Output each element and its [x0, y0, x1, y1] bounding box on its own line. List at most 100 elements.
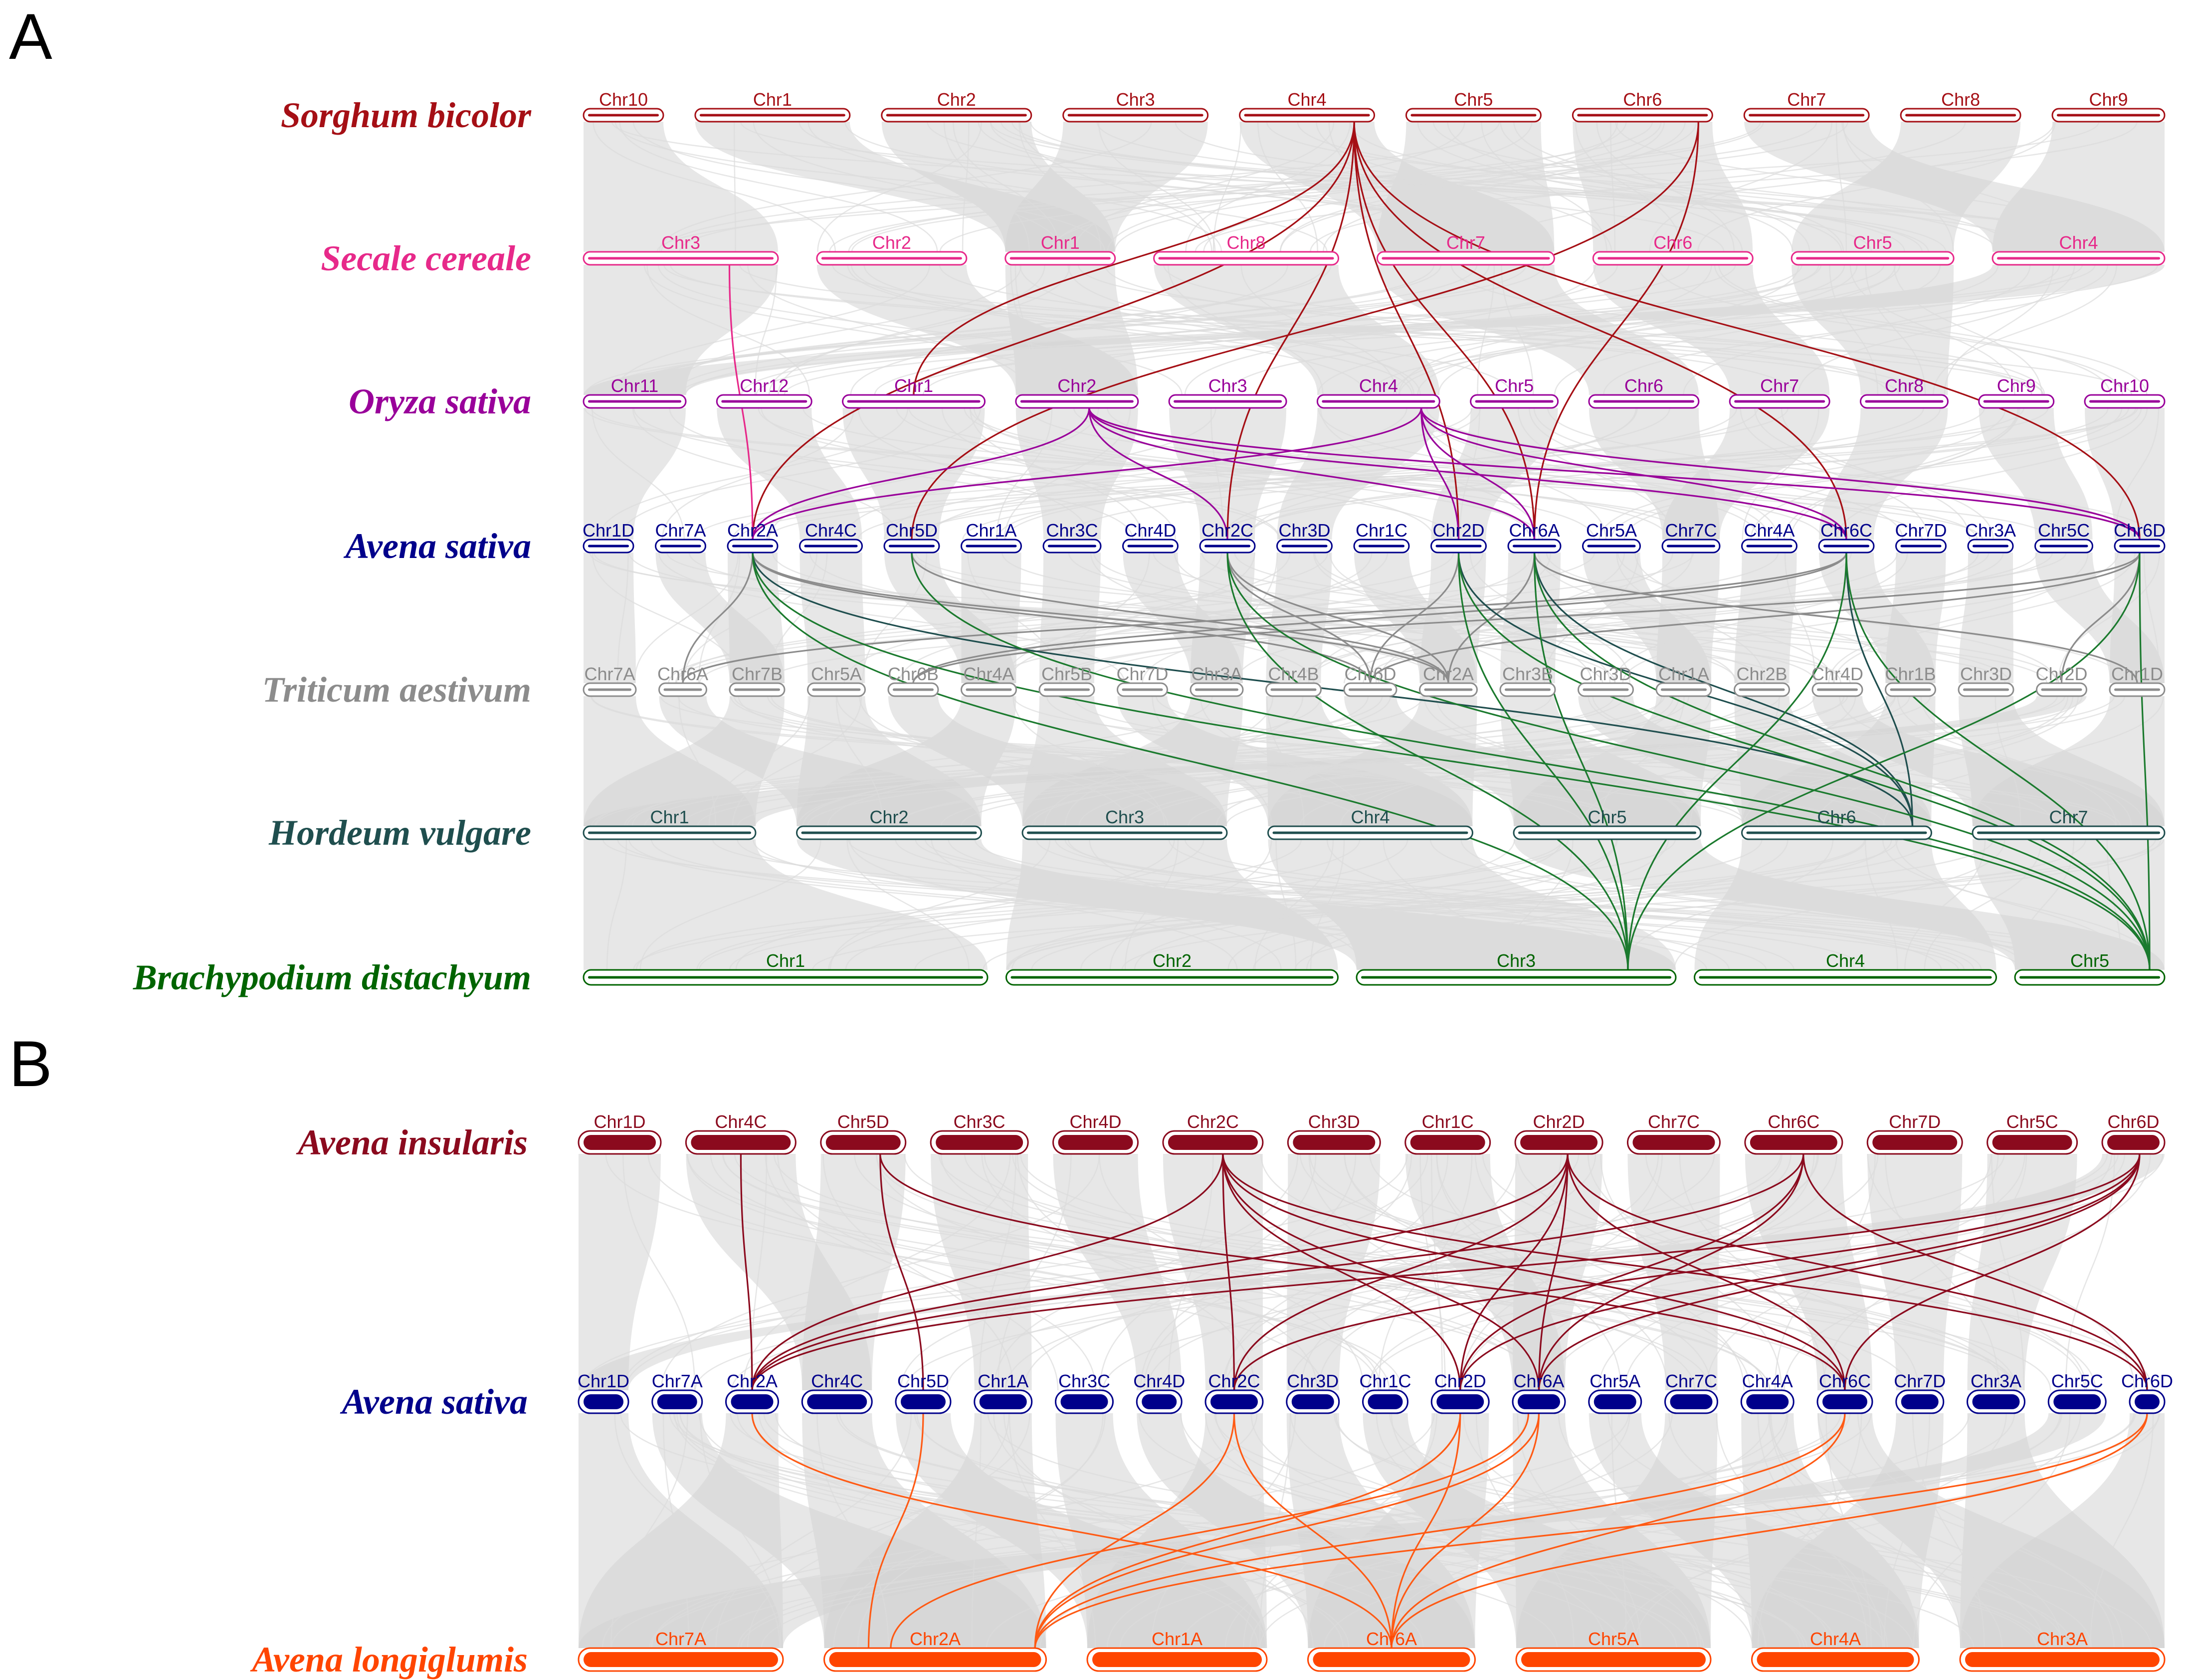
chromosome[interactable]: Chr7D: [1894, 1371, 1946, 1414]
chromosome[interactable]: Chr3D: [1578, 664, 1634, 697]
chromosome[interactable]: Chr1: [583, 950, 989, 986]
chromosome[interactable]: Chr3: [1062, 89, 1209, 123]
chromosome[interactable]: Chr2B: [1734, 664, 1790, 697]
chromosome[interactable]: Chr4B: [1265, 664, 1322, 697]
chromosome[interactable]: Chr4: [1239, 89, 1376, 123]
chromosome[interactable]: Chr1A: [974, 1371, 1033, 1414]
chromosome[interactable]: Chr10: [583, 89, 664, 123]
chromosome[interactable]: Chr7B: [729, 664, 786, 697]
chromosome[interactable]: Chr3C: [1055, 1371, 1114, 1414]
chromosome[interactable]: Chr1C: [1359, 1371, 1411, 1414]
chromosome[interactable]: Chr2C: [1162, 1112, 1264, 1155]
chromosome[interactable]: Chr2D: [2035, 664, 2088, 697]
chromosome[interactable]: Chr7A: [651, 1371, 703, 1414]
chromosome[interactable]: Chr3: [583, 232, 779, 266]
chromosome[interactable]: Chr5A: [1582, 520, 1641, 554]
chromosome[interactable]: Chr1A: [961, 520, 1022, 554]
chromosome[interactable]: Chr6A: [657, 664, 708, 697]
chromosome[interactable]: Chr4C: [685, 1112, 797, 1155]
chromosome[interactable]: Chr1A: [1086, 1629, 1268, 1672]
chromosome[interactable]: Chr10: [2084, 375, 2166, 409]
chromosome[interactable]: Chr6: [1592, 232, 1754, 266]
chromosome[interactable]: Chr6A: [1507, 520, 1562, 554]
chromosome[interactable]: Chr6C: [1744, 1112, 1843, 1155]
chromosome[interactable]: Chr5: [2014, 950, 2166, 986]
chromosome[interactable]: Chr7: [1376, 232, 1555, 266]
chromosome[interactable]: Chr6D: [2101, 1112, 2166, 1155]
chromosome[interactable]: Chr3: [1168, 375, 1287, 409]
chromosome[interactable]: Chr3: [1021, 807, 1228, 840]
chromosome[interactable]: Chr4A: [961, 664, 1017, 697]
chromosome[interactable]: Chr4D: [1122, 520, 1179, 554]
chromosome[interactable]: Chr4C: [799, 520, 863, 554]
chromosome[interactable]: Chr7C: [1664, 1371, 1718, 1414]
chromosome[interactable]: Chr1A: [1655, 664, 1712, 697]
chromosome[interactable]: Chr8: [1859, 375, 1949, 409]
chromosome[interactable]: Chr7C: [1626, 1112, 1721, 1155]
chromosome[interactable]: Chr5C: [1987, 1112, 2078, 1155]
chromosome[interactable]: Chr1: [842, 375, 986, 409]
chromosome[interactable]: Chr6: [1741, 807, 1932, 840]
chromosome[interactable]: Chr4D: [1811, 664, 1863, 697]
chromosome[interactable]: Chr1D: [578, 1112, 662, 1155]
chromosome[interactable]: Chr2: [1005, 950, 1339, 986]
chromosome[interactable]: Chr7: [1972, 807, 2166, 840]
chromosome[interactable]: Chr7A: [583, 664, 637, 697]
chromosome[interactable]: Chr11: [583, 375, 687, 409]
chromosome[interactable]: Chr5: [1513, 807, 1702, 840]
chromosome[interactable]: Chr6D: [2114, 520, 2166, 554]
chromosome[interactable]: Chr1: [694, 89, 851, 123]
chromosome[interactable]: Chr1C: [1353, 520, 1410, 554]
chromosome[interactable]: Chr3: [1356, 950, 1677, 986]
chromosome[interactable]: Chr12: [716, 375, 812, 409]
chromosome[interactable]: Chr3C: [930, 1112, 1029, 1155]
chromosome[interactable]: Chr7A: [655, 520, 706, 554]
chromosome[interactable]: Chr1C: [1404, 1112, 1491, 1155]
chromosome[interactable]: Chr6B: [887, 664, 939, 697]
chromosome[interactable]: Chr5: [1791, 232, 1955, 266]
chromosome[interactable]: Chr6: [1588, 375, 1700, 409]
chromosome[interactable]: Chr5D: [820, 1112, 907, 1155]
chromosome[interactable]: Chr4D: [1052, 1112, 1139, 1155]
chromosome[interactable]: Chr2: [881, 89, 1032, 123]
chromosome[interactable]: Chr3D: [1958, 664, 2014, 697]
chromosome[interactable]: Chr4: [1316, 375, 1440, 409]
chromosome[interactable]: Chr6D: [2121, 1371, 2173, 1414]
chromosome[interactable]: Chr6A: [1512, 1371, 1566, 1414]
chromosome[interactable]: Chr4C: [801, 1371, 873, 1414]
chromosome[interactable]: Chr2A: [725, 1371, 779, 1414]
chromosome[interactable]: Chr2A: [823, 1629, 1047, 1672]
chromosome[interactable]: Chr2A: [1419, 664, 1478, 697]
chromosome[interactable]: Chr4: [1267, 807, 1473, 840]
chromosome[interactable]: Chr6C: [1818, 520, 1875, 554]
chromosome[interactable]: Chr2D: [1430, 520, 1487, 554]
chromosome[interactable]: Chr5B: [1038, 664, 1095, 697]
chromosome[interactable]: Chr5A: [1515, 1629, 1712, 1672]
chromosome[interactable]: Chr4A: [1740, 1371, 1794, 1414]
chromosome[interactable]: Chr5D: [883, 520, 940, 554]
chromosome[interactable]: Chr6D: [1343, 664, 1397, 697]
chromosome[interactable]: Chr3A: [1965, 520, 2016, 554]
chromosome[interactable]: Chr7A: [578, 1629, 784, 1672]
chromosome[interactable]: Chr3D: [1276, 520, 1333, 554]
chromosome[interactable]: Chr3A: [1959, 1629, 2166, 1672]
chromosome[interactable]: Chr3D: [1287, 1112, 1381, 1155]
chromosome[interactable]: Chr1: [583, 807, 757, 840]
chromosome[interactable]: Chr1D: [578, 1371, 629, 1414]
chromosome[interactable]: Chr4D: [1133, 1371, 1185, 1414]
chromosome[interactable]: Chr8: [1900, 89, 2021, 123]
chromosome[interactable]: Chr5: [1405, 89, 1542, 123]
chromosome[interactable]: Chr4: [1694, 950, 1997, 986]
chromosome[interactable]: Chr2C: [1204, 1371, 1264, 1414]
chromosome[interactable]: Chr2: [816, 232, 968, 266]
chromosome[interactable]: Chr4: [1992, 232, 2166, 266]
chromosome[interactable]: Chr9: [1978, 375, 2055, 409]
chromosome[interactable]: Chr5A: [1588, 1371, 1642, 1414]
chromosome[interactable]: Chr7: [1729, 375, 1830, 409]
chromosome[interactable]: Chr8: [1153, 232, 1340, 266]
chromosome[interactable]: Chr9: [2051, 89, 2166, 123]
chromosome[interactable]: Chr6C: [1816, 1371, 1873, 1414]
chromosome[interactable]: Chr6: [1572, 89, 1713, 123]
chromosome[interactable]: Chr1D: [583, 520, 634, 554]
chromosome[interactable]: Chr2D: [1430, 1371, 1490, 1414]
